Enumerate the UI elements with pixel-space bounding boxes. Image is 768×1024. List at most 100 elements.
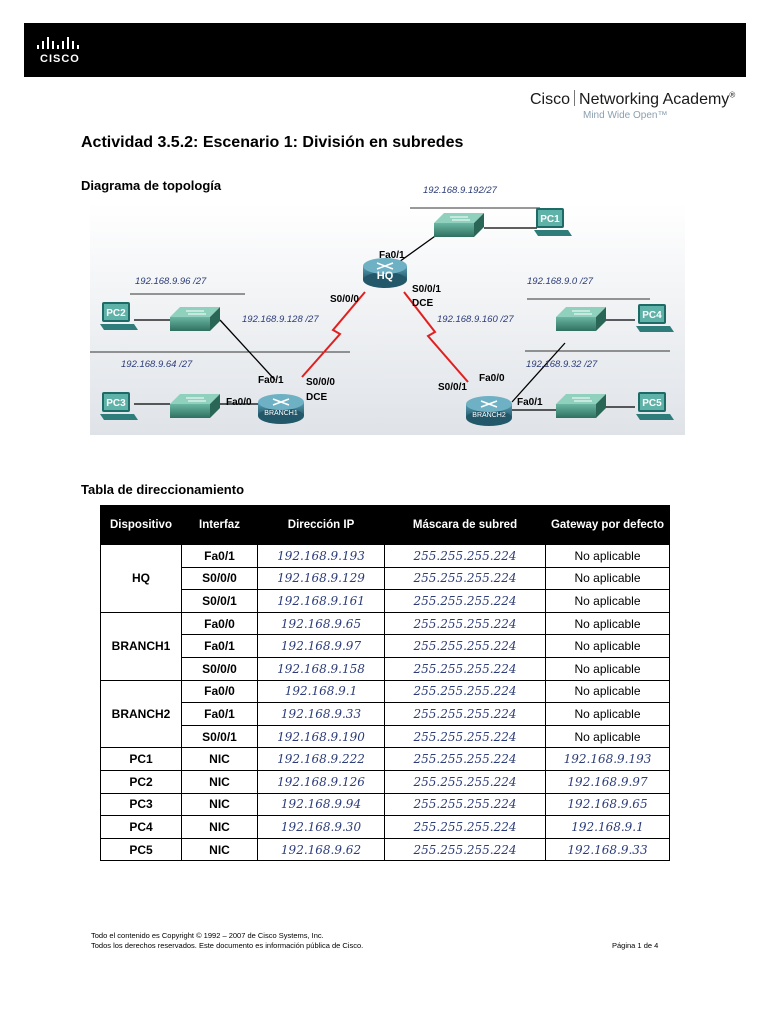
port-label: Fa0/0 xyxy=(479,373,505,384)
router-branch2-label: BRANCH2 xyxy=(472,412,506,419)
ip-address-cell: 192.168.9.129 xyxy=(257,566,385,591)
device-cell: PC5 xyxy=(100,837,182,862)
academy-tagline: Mind Wide Open™ xyxy=(583,110,668,121)
switch-icon xyxy=(434,213,484,237)
subnet-mask-cell: 255.255.255.224 xyxy=(384,656,546,681)
interface-cell: NIC xyxy=(181,815,258,839)
ip-address-cell: 192.168.9.222 xyxy=(257,747,385,771)
port-label: Fa0/1 xyxy=(379,250,405,261)
cisco-header-bar: CISCO xyxy=(24,23,746,77)
ip-address-cell: 192.168.9.1 xyxy=(257,679,385,704)
footer-rights: Todos los derechos reservados. Este docu… xyxy=(91,941,364,950)
router-branch1-label: BRANCH1 xyxy=(264,410,298,417)
gateway-cell: No aplicable xyxy=(545,634,670,658)
port-label: S0/0/0 xyxy=(330,294,359,305)
ip-address-cell: 192.168.9.190 xyxy=(257,724,385,749)
pc4-label: PC4 xyxy=(642,310,662,321)
footer-legal: Todo el contenido es Copyright © 1992 – … xyxy=(91,931,363,951)
subnet-mask-cell: 255.255.255.224 xyxy=(384,837,546,862)
table-header-row: Dispositivo Interfaz Dirección IP Máscar… xyxy=(100,505,670,545)
device-cell: BRANCH1 xyxy=(100,611,182,681)
subnet-mask-cell: 255.255.255.224 xyxy=(384,724,546,749)
net-label-hq-branch1: 192.168.9.128 /27 xyxy=(242,314,319,325)
gateway-cell: No aplicable xyxy=(545,679,670,704)
subnet-mask-cell: 255.255.255.224 xyxy=(384,769,546,794)
ip-address-cell: 192.168.9.30 xyxy=(257,815,385,839)
pc2-label: PC2 xyxy=(106,308,126,319)
net-label-pc1-lan: 192.168.9.192/27 xyxy=(423,185,498,196)
switch-icon xyxy=(170,394,220,418)
device-cell: PC4 xyxy=(100,815,182,839)
pc1-icon: PC1 xyxy=(534,208,572,236)
interface-cell: NIC xyxy=(181,837,258,862)
router-hq-icon: HQ xyxy=(363,258,407,288)
switch-icon xyxy=(556,307,606,331)
gateway-cell: 192.168.9.193 xyxy=(545,747,670,771)
subnet-mask-cell: 255.255.255.224 xyxy=(384,634,546,658)
gateway-cell: No aplicable xyxy=(545,724,670,749)
addressing-table-heading: Tabla de direccionamiento xyxy=(81,482,245,497)
academy-name: Networking Academy xyxy=(579,91,730,108)
column-header: Interfaz xyxy=(181,505,258,545)
cisco-logo-text: CISCO xyxy=(40,53,80,65)
subnet-mask-cell: 255.255.255.224 xyxy=(384,815,546,839)
addressing-table: Dispositivo Interfaz Dirección IP Máscar… xyxy=(100,505,670,862)
gateway-cell: 192.168.9.1 xyxy=(545,815,670,839)
ip-address-cell: 192.168.9.65 xyxy=(257,611,385,636)
switch-icon xyxy=(556,394,606,418)
pc3-icon: PC3 xyxy=(100,392,138,420)
interface-cell: NIC xyxy=(181,792,258,817)
footer-copyright: Todo el contenido es Copyright © 1992 – … xyxy=(91,931,324,940)
ip-address-cell: 192.168.9.193 xyxy=(257,544,385,568)
ip-address-cell: 192.168.9.126 xyxy=(257,769,385,794)
subnet-mask-cell: 255.255.255.224 xyxy=(384,589,546,613)
interface-cell: Fa0/1 xyxy=(181,702,258,726)
gateway-cell: No aplicable xyxy=(545,589,670,613)
interface-cell: NIC xyxy=(181,747,258,771)
switch-icon xyxy=(170,307,220,331)
ip-address-cell: 192.168.9.158 xyxy=(257,656,385,681)
pc3-label: PC3 xyxy=(106,398,126,409)
ip-address-cell: 192.168.9.94 xyxy=(257,792,385,817)
interface-cell: NIC xyxy=(181,769,258,794)
subnet-mask-cell: 255.255.255.224 xyxy=(384,544,546,568)
port-label: DCE xyxy=(412,298,433,309)
page-number: Página 1 de 4 xyxy=(612,941,659,950)
subnet-mask-cell: 255.255.255.224 xyxy=(384,747,546,771)
academy-registered-mark: ® xyxy=(729,90,736,100)
port-label: Fa0/1 xyxy=(517,397,543,408)
gateway-cell: No aplicable xyxy=(545,566,670,591)
document-title: Actividad 3.5.2: Escenario 1: División e… xyxy=(81,134,464,151)
ip-address-cell: 192.168.9.97 xyxy=(257,634,385,658)
port-label: S0/0/1 xyxy=(412,284,441,295)
academy-divider xyxy=(574,90,576,106)
interface-cell: S0/0/0 xyxy=(181,656,258,681)
router-branch2-icon: BRANCH2 xyxy=(466,396,512,426)
subnet-mask-cell: 255.255.255.224 xyxy=(384,566,546,591)
serial-link-line xyxy=(301,291,366,378)
pc5-icon: PC5 xyxy=(636,392,674,420)
device-cell: PC2 xyxy=(100,769,182,794)
port-label: DCE xyxy=(306,392,327,403)
port-label: Fa0/1 xyxy=(258,375,284,386)
topology-diagram: HQ BRANCH1 BRANCH2 PC1 PC2 PC3 PC4 P xyxy=(90,185,685,435)
column-header: Dispositivo xyxy=(100,505,182,545)
interface-cell: Fa0/0 xyxy=(181,679,258,704)
device-cell: BRANCH2 xyxy=(100,679,182,749)
net-label-pc2-lan: 192.168.9.96 /27 xyxy=(135,276,207,287)
